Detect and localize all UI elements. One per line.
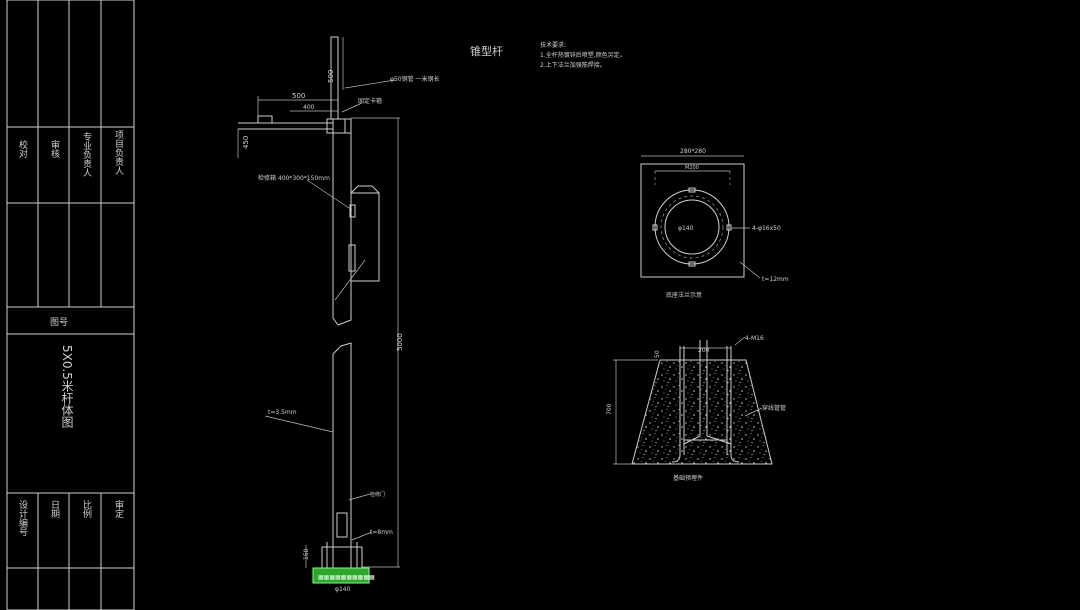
dim-arm: 500 [292, 92, 305, 100]
flange-label-thickness: t=12mm [762, 276, 789, 283]
technical-notes: 技术要求: 1.全杆热镀锌后喷塑,颜色另定。 2.上下法兰加强筋焊接。 [540, 41, 626, 69]
flange-label-holes: 4-φ16x50 [752, 225, 781, 232]
dim-arm-drop: 450 [242, 136, 250, 149]
flange-label-center: φ140 [678, 225, 694, 232]
dim-base: 150 [303, 548, 310, 560]
tb-cell-lead: 专业负责人 [81, 131, 92, 177]
tb-cell-date: 日期 [49, 500, 60, 519]
tb-cell-check: 校对 [17, 139, 28, 158]
dim-arm-inner: 400 [303, 104, 315, 111]
label-box: 检修箱 400*300*150mm [258, 174, 330, 182]
foundation-label-bolts: 4-M16 [745, 335, 764, 342]
note-line: 技术要求: [540, 41, 566, 49]
tb-cell-number: 设计编号 [17, 500, 28, 537]
label-bracket: φ50钢管 一米钢长 [390, 75, 440, 83]
flange-dim-inner: M200 [685, 165, 699, 171]
tb-cell-scale: 比例 [81, 499, 92, 519]
drawing-title: 锥型杆 [470, 44, 503, 58]
flange-dim-outer: 280*280 [680, 148, 706, 155]
tb-cell-director: 项目负责人 [113, 130, 124, 175]
svg-text:▦▦▦▦▦▦▦▦▦▦: ▦▦▦▦▦▦▦▦▦▦ [318, 574, 375, 581]
foundation-label-pipe: 穿线管管 [762, 404, 786, 412]
foundation-dim-width: 200 [698, 347, 710, 354]
flange-plan: 280*280 M200 φ140 4-φ16x50 t=12mm 底座法兰示意 [640, 148, 789, 299]
foundation-caption: 基础预埋件 [673, 474, 703, 482]
label-flange: t=8mm [370, 529, 393, 536]
note-line: 1.全杆热镀锌后喷塑,颜色另定。 [540, 51, 626, 59]
tb-cell-approve: 审定 [113, 499, 124, 519]
pole-elevation: 500 500 400 450 φ50钢管 一米钢长 固定卡箍 检修箱 400*… [237, 36, 440, 593]
label-clamp: 固定卡箍 [358, 97, 382, 105]
dim-top: 500 [327, 70, 335, 83]
label-thickness: t=3.5mm [268, 409, 297, 416]
note-line: 2.上下法兰加强筋焊接。 [540, 61, 606, 69]
dim-total: 5000 [396, 333, 404, 351]
foundation-dim-height: 700 [606, 403, 613, 415]
label-door: 检修门 [370, 491, 385, 498]
tb-drawing-name: 5X0.5米杆体图 [60, 345, 74, 428]
tb-label-mid: 图号 [50, 317, 68, 328]
tb-cell-review: 审核 [49, 139, 60, 159]
foundation-dim-top: 50 [654, 350, 661, 358]
foundation-section: 200 4-M16 50 700 穿线管管 基础预埋件 [606, 335, 786, 482]
label-base-dia: φ140 [335, 586, 351, 593]
title-block: 项目负责人 专业负责人 审核 校对 图号 5X0.5米杆体图 审定 比例 日期 … [6, 0, 135, 610]
flange-caption: 底座法兰示意 [666, 291, 702, 299]
